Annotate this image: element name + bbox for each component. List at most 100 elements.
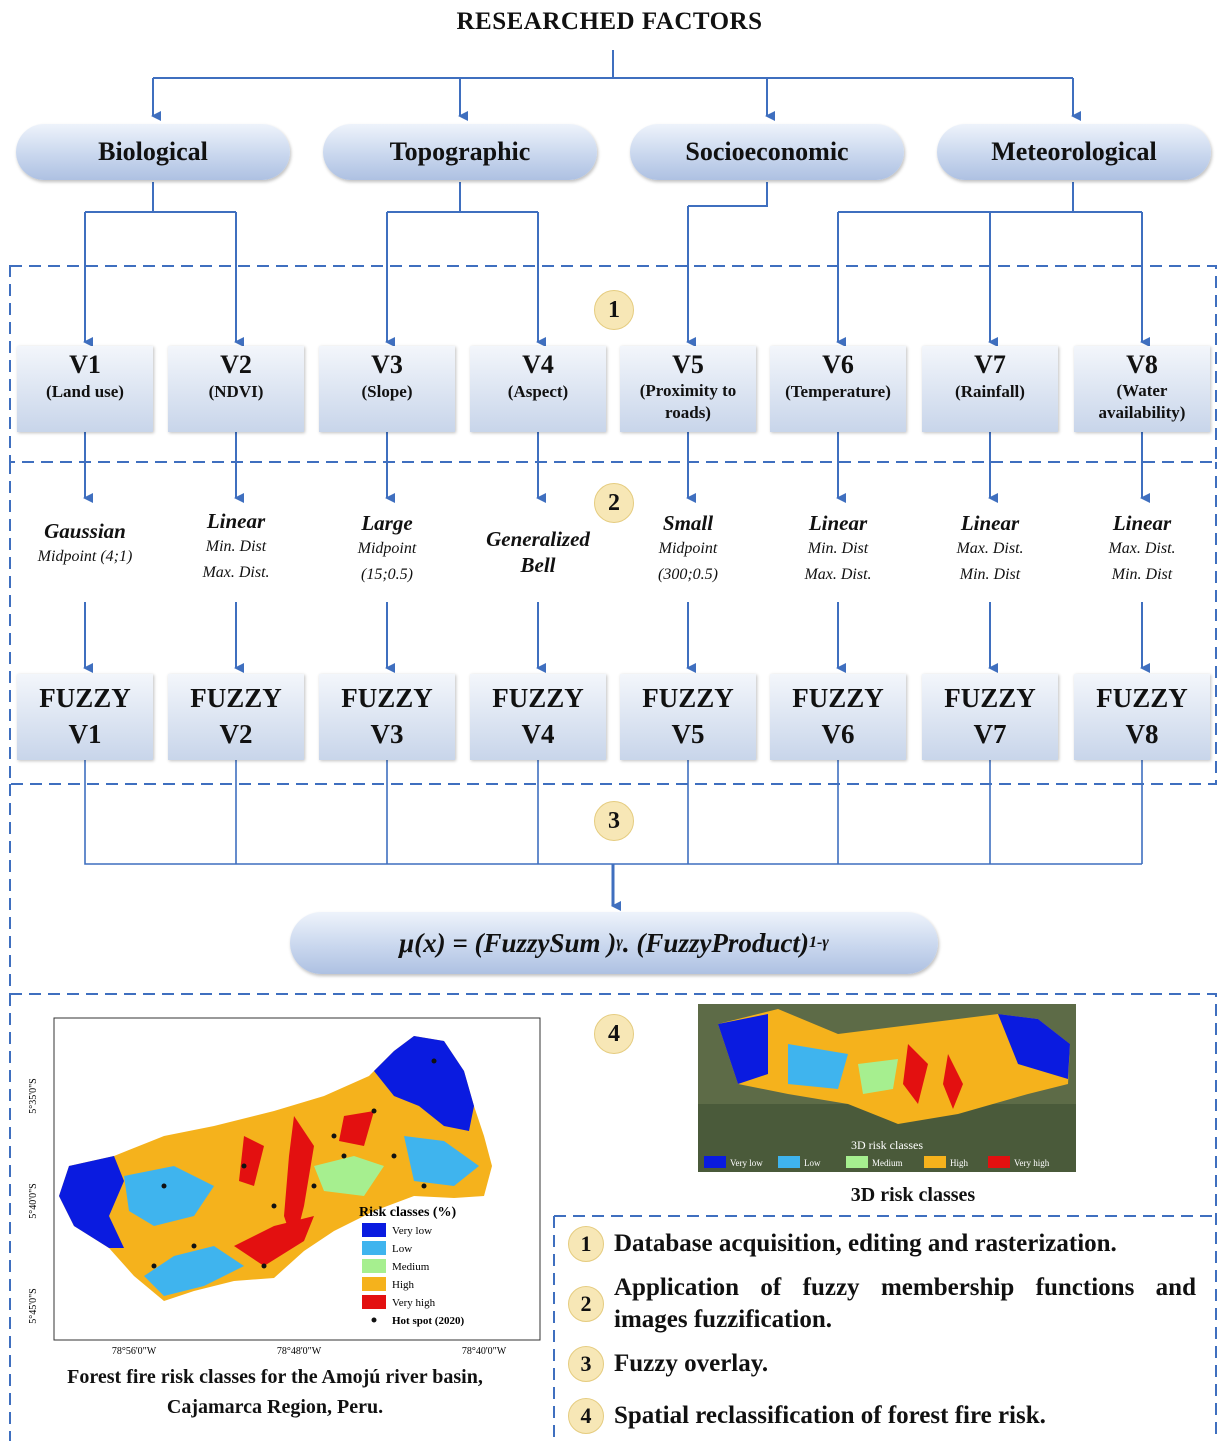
function-param: (15;0.5) [361, 566, 413, 583]
function-param: Midpoint [357, 540, 417, 557]
legend-label: Medium [392, 1261, 430, 1273]
variable-box-v6: V6(Temperature) [770, 346, 906, 432]
overlay-title: 3D risk classes [851, 1138, 923, 1152]
fuzzy-box-v5: FUZZY V5 [620, 674, 756, 760]
risk-3d-map: 3D risk classes Very low Low Medium High… [698, 1004, 1076, 1172]
fuzzy-var: V3 [370, 719, 404, 749]
formula-exponent: 1-γ [808, 934, 829, 951]
function-type: Linear [808, 511, 868, 535]
function-param: Min. Dist [807, 540, 869, 557]
variable-box-v5: V5(Proximity to roads) [620, 346, 756, 432]
y-tick-label: 5°40'0"S [28, 1183, 39, 1218]
function-type: Generalized Bell [486, 527, 590, 577]
fuzzy-var: V8 [1125, 719, 1159, 749]
variable-box-v7: V7 (Rainfall) [922, 346, 1058, 432]
legend-swatch-low [362, 1241, 386, 1255]
fuzzy-var: V5 [671, 719, 705, 749]
risk-map-basin [59, 1036, 492, 1301]
variable-box-v1: V1 (Land use) [17, 346, 153, 432]
legend-swatch-very-high [362, 1295, 386, 1309]
fuzzy-box-v2: FUZZY V2 [168, 674, 304, 760]
legend-label: High [392, 1279, 415, 1291]
risk-map-figure: 5°35'0"S 5°40'0"S 5°45'0"S 78°56'0"W 78°… [28, 1017, 541, 1357]
factor-biological: Biological [16, 124, 290, 180]
function-label-v4: Generalized Bell [463, 526, 613, 578]
variable-name: V2 [220, 350, 252, 379]
fuzzy-label: FUZZY [944, 683, 1036, 713]
variable-name: V4 [522, 350, 554, 379]
function-type: Gaussian [44, 519, 126, 543]
fuzzy-label: FUZZY [190, 683, 282, 713]
function-type: Large [361, 511, 413, 535]
variable-name: V3 [371, 350, 403, 379]
formula-mid: . (FuzzyProduct) [622, 927, 809, 958]
function-param: Max. Dist. [202, 564, 270, 581]
function-param: Min. Dist [959, 566, 1021, 583]
3d-swatch-very-low [704, 1156, 726, 1168]
fuzzy-var: V1 [68, 719, 102, 749]
variable-box-v2: V2 (NDVI) [168, 346, 304, 432]
hotspot-points [151, 1058, 437, 1269]
variable-desc: (Proximity to roads) [639, 381, 737, 422]
risk-3d-caption: 3D risk classes [850, 1184, 976, 1206]
fuzzy-var: V2 [219, 719, 253, 749]
legend-hotspot-icon [371, 1317, 377, 1323]
legend-label: Very high [392, 1297, 436, 1309]
step-legend-text: Database acquisition, editing and raster… [614, 1230, 1117, 1257]
x-tick-label: 78°40'0"W [462, 1346, 507, 1357]
factor-topographic: Topographic [323, 124, 597, 180]
3d-legend-label: Low [804, 1158, 821, 1168]
legend-swatch-medium [362, 1259, 386, 1273]
variable-desc: (Aspect) [507, 382, 569, 401]
3d-legend-label: Medium [872, 1158, 903, 1168]
step-legend-3: 3 Fuzzy overlay. [568, 1346, 1208, 1382]
step-badge-4: 4 [594, 1014, 634, 1054]
variable-desc: (Land use) [46, 382, 124, 401]
3d-legend-label: High [950, 1158, 969, 1168]
variable-box-v3: V3(Slope) [319, 346, 455, 432]
step-legend-text: Spatial reclassification of forest fire … [614, 1402, 1046, 1429]
variable-desc: (Rainfall) [955, 382, 1025, 401]
legend-label: Very low [392, 1225, 432, 1237]
3d-swatch-high [924, 1156, 946, 1168]
function-param: Min. Dist [1111, 566, 1173, 583]
formula-exponent: γ [616, 934, 623, 951]
page-title: RESEARCHED FACTORS [456, 8, 763, 35]
y-tick-label: 5°45'0"S [28, 1288, 39, 1323]
function-type: Small [662, 511, 714, 535]
legend-title: Risk classes (%) [359, 1205, 457, 1220]
fuzzy-label: FUZZY [642, 683, 734, 713]
step-badge-2: 2 [594, 483, 634, 523]
step-badge-3: 3 [594, 801, 634, 841]
3d-swatch-medium [846, 1156, 868, 1168]
variable-name: V1 [69, 350, 101, 379]
function-param: Max. Dist. [804, 566, 872, 583]
function-param: Max. Dist. [956, 540, 1024, 557]
step-legend-4: 4 Spatial reclassification of forest fir… [568, 1398, 1208, 1434]
step-legend-badge: 2 [568, 1286, 604, 1322]
variable-name: V8 [1126, 350, 1158, 379]
step-badge-1: 1 [594, 290, 634, 330]
legend-label: Low [392, 1243, 412, 1255]
fuzzy-var: V4 [521, 719, 555, 749]
step-legend-badge: 3 [568, 1346, 604, 1382]
legend-swatch-high [362, 1277, 386, 1291]
gamma-operator-formula: μ(x) = (FuzzySum )γ. (FuzzyProduct)1-γ [290, 912, 938, 974]
variable-name: V7 [974, 350, 1006, 379]
step-legend-2: 2 Application of fuzzy membership functi… [568, 1272, 1196, 1336]
formula-main: μ(x) = (FuzzySum ) [399, 927, 617, 958]
legend-swatch-very-low [362, 1223, 386, 1237]
variable-desc: (Water availability) [1098, 381, 1186, 422]
step-legend-text: Fuzzy overlay. [614, 1350, 769, 1377]
variable-desc: (NDVI) [208, 382, 264, 401]
function-param: Max. Dist. [1108, 540, 1176, 557]
